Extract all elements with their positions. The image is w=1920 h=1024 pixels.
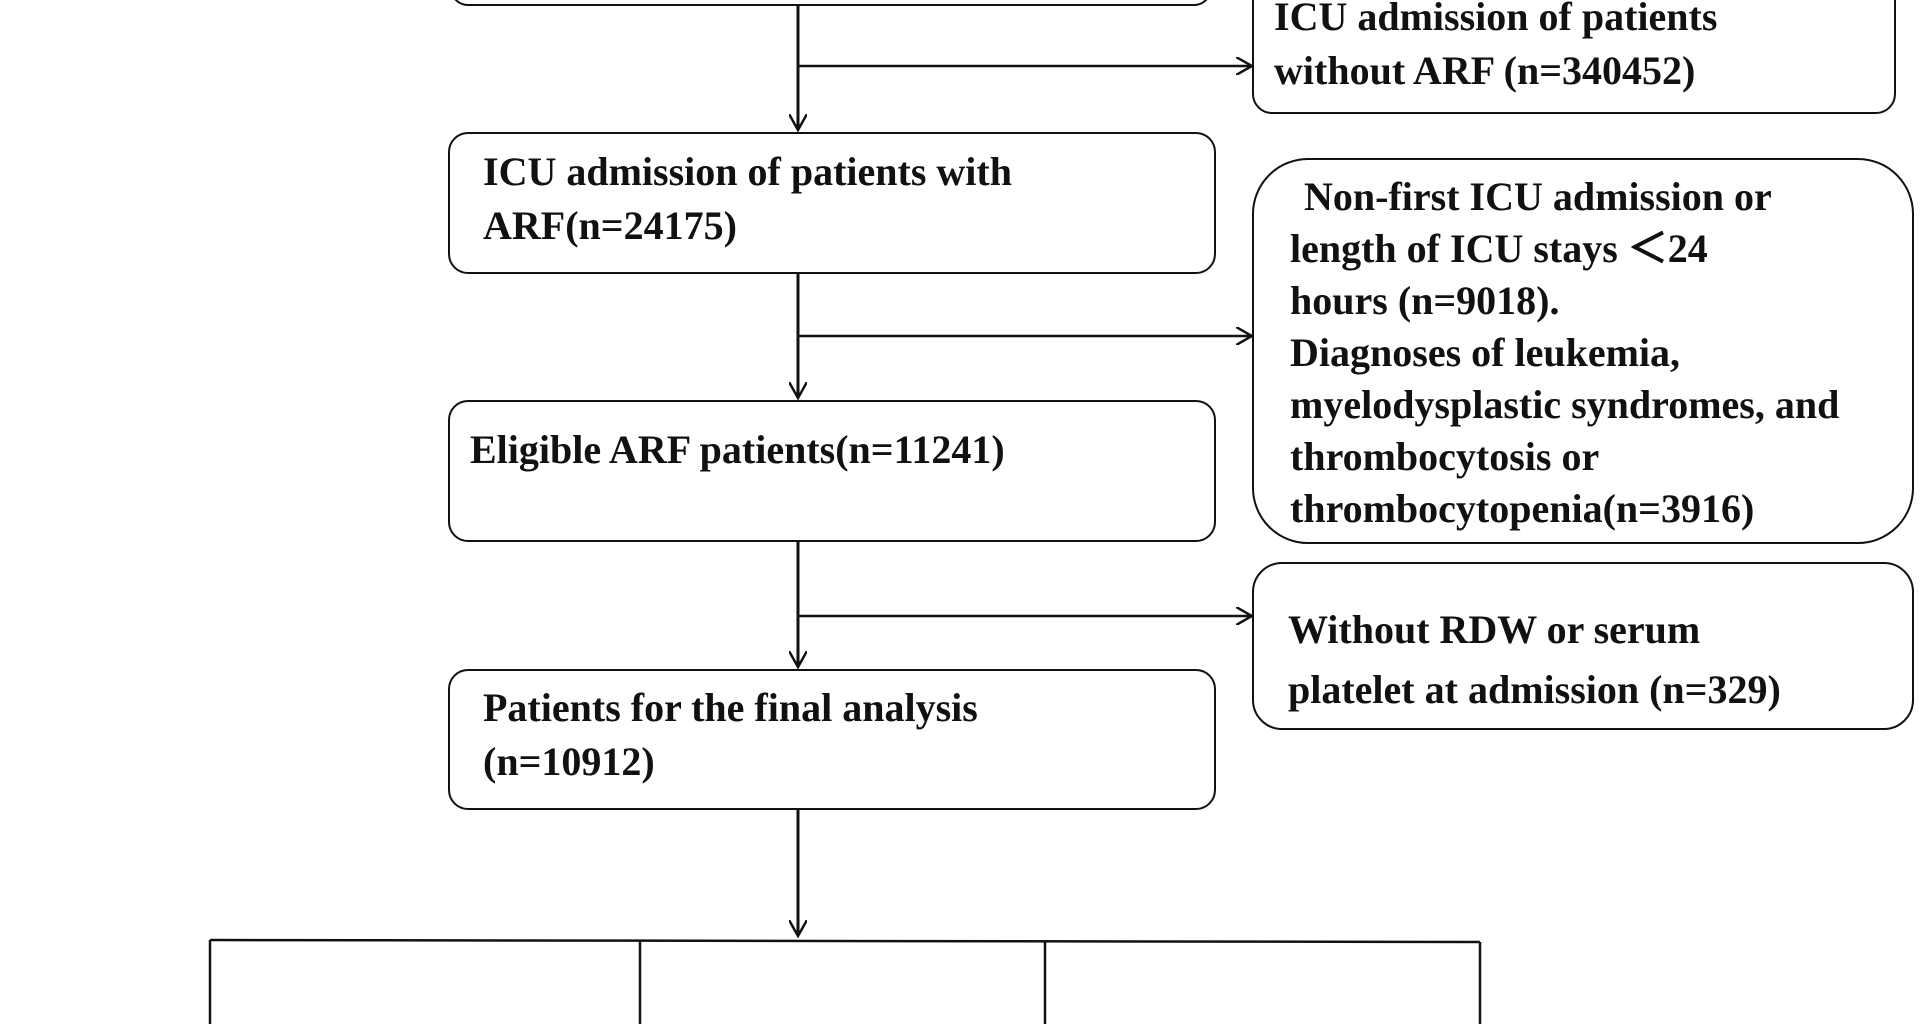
exclusion-2-line-2: length of ICU stays ＜24 (1290, 226, 1708, 271)
exclusion-box-no-arf (1252, 0, 1896, 114)
exclusion-box-criteria-text: Non-first ICU admission or length of ICU… (1290, 171, 1839, 535)
step-box-eligible-text: Eligible ARF patients(n=11241) (470, 423, 1005, 477)
step-box-final-analysis (448, 669, 1216, 810)
exclusion-3-line-2: platelet at admission (n=329) (1288, 667, 1781, 712)
exclusion-box-missing-data-text: Without RDW or serum platelet at admissi… (1288, 600, 1781, 720)
exclusion-3-line-1: Without RDW or serum (1288, 607, 1701, 652)
exclusion-1-line-1: ICU admission of patients (1274, 0, 1718, 39)
exclusion-2-line-3: hours (n=9018). (1290, 278, 1560, 323)
exclusion-box-no-arf-text: ICU admission of patients without ARF (n… (1274, 0, 1717, 98)
step-final-line-1: Patients for the final analysis (483, 685, 978, 730)
step-box-eligible (448, 400, 1216, 542)
bottom-split-top-border (209, 938, 1481, 944)
exclusion-2-line-6: thrombocytosis or (1290, 434, 1600, 479)
step-box-arf-admission (448, 132, 1216, 274)
exclusion-box-criteria (1252, 158, 1914, 544)
step-box-arf-admission-text: ICU admission of patients with ARF(n=241… (483, 145, 1012, 253)
exclusion-2-line-1: Non-first ICU admission or (1304, 174, 1772, 219)
exclusion-1-line-2: without ARF (n=340452) (1274, 48, 1696, 93)
step-arf-line-2: ARF(n=24175) (483, 203, 737, 248)
step-final-line-2: (n=10912) (483, 739, 655, 784)
exclusion-2-line-5: myelodysplastic syndromes, and (1290, 382, 1840, 427)
step-eligible-line-1: Eligible ARF patients(n=11241) (470, 427, 1005, 472)
step-box-final-analysis-text: Patients for the final analysis (n=10912… (483, 681, 978, 789)
step-arf-line-1: ICU admission of patients with (483, 149, 1012, 194)
exclusion-2-line-7: thrombocytopenia(n=3916) (1290, 486, 1755, 531)
exclusion-2-line-4: Diagnoses of leukemia, (1290, 330, 1680, 375)
exclusion-box-missing-data (1252, 562, 1914, 730)
top-partial-box (450, 0, 1212, 6)
